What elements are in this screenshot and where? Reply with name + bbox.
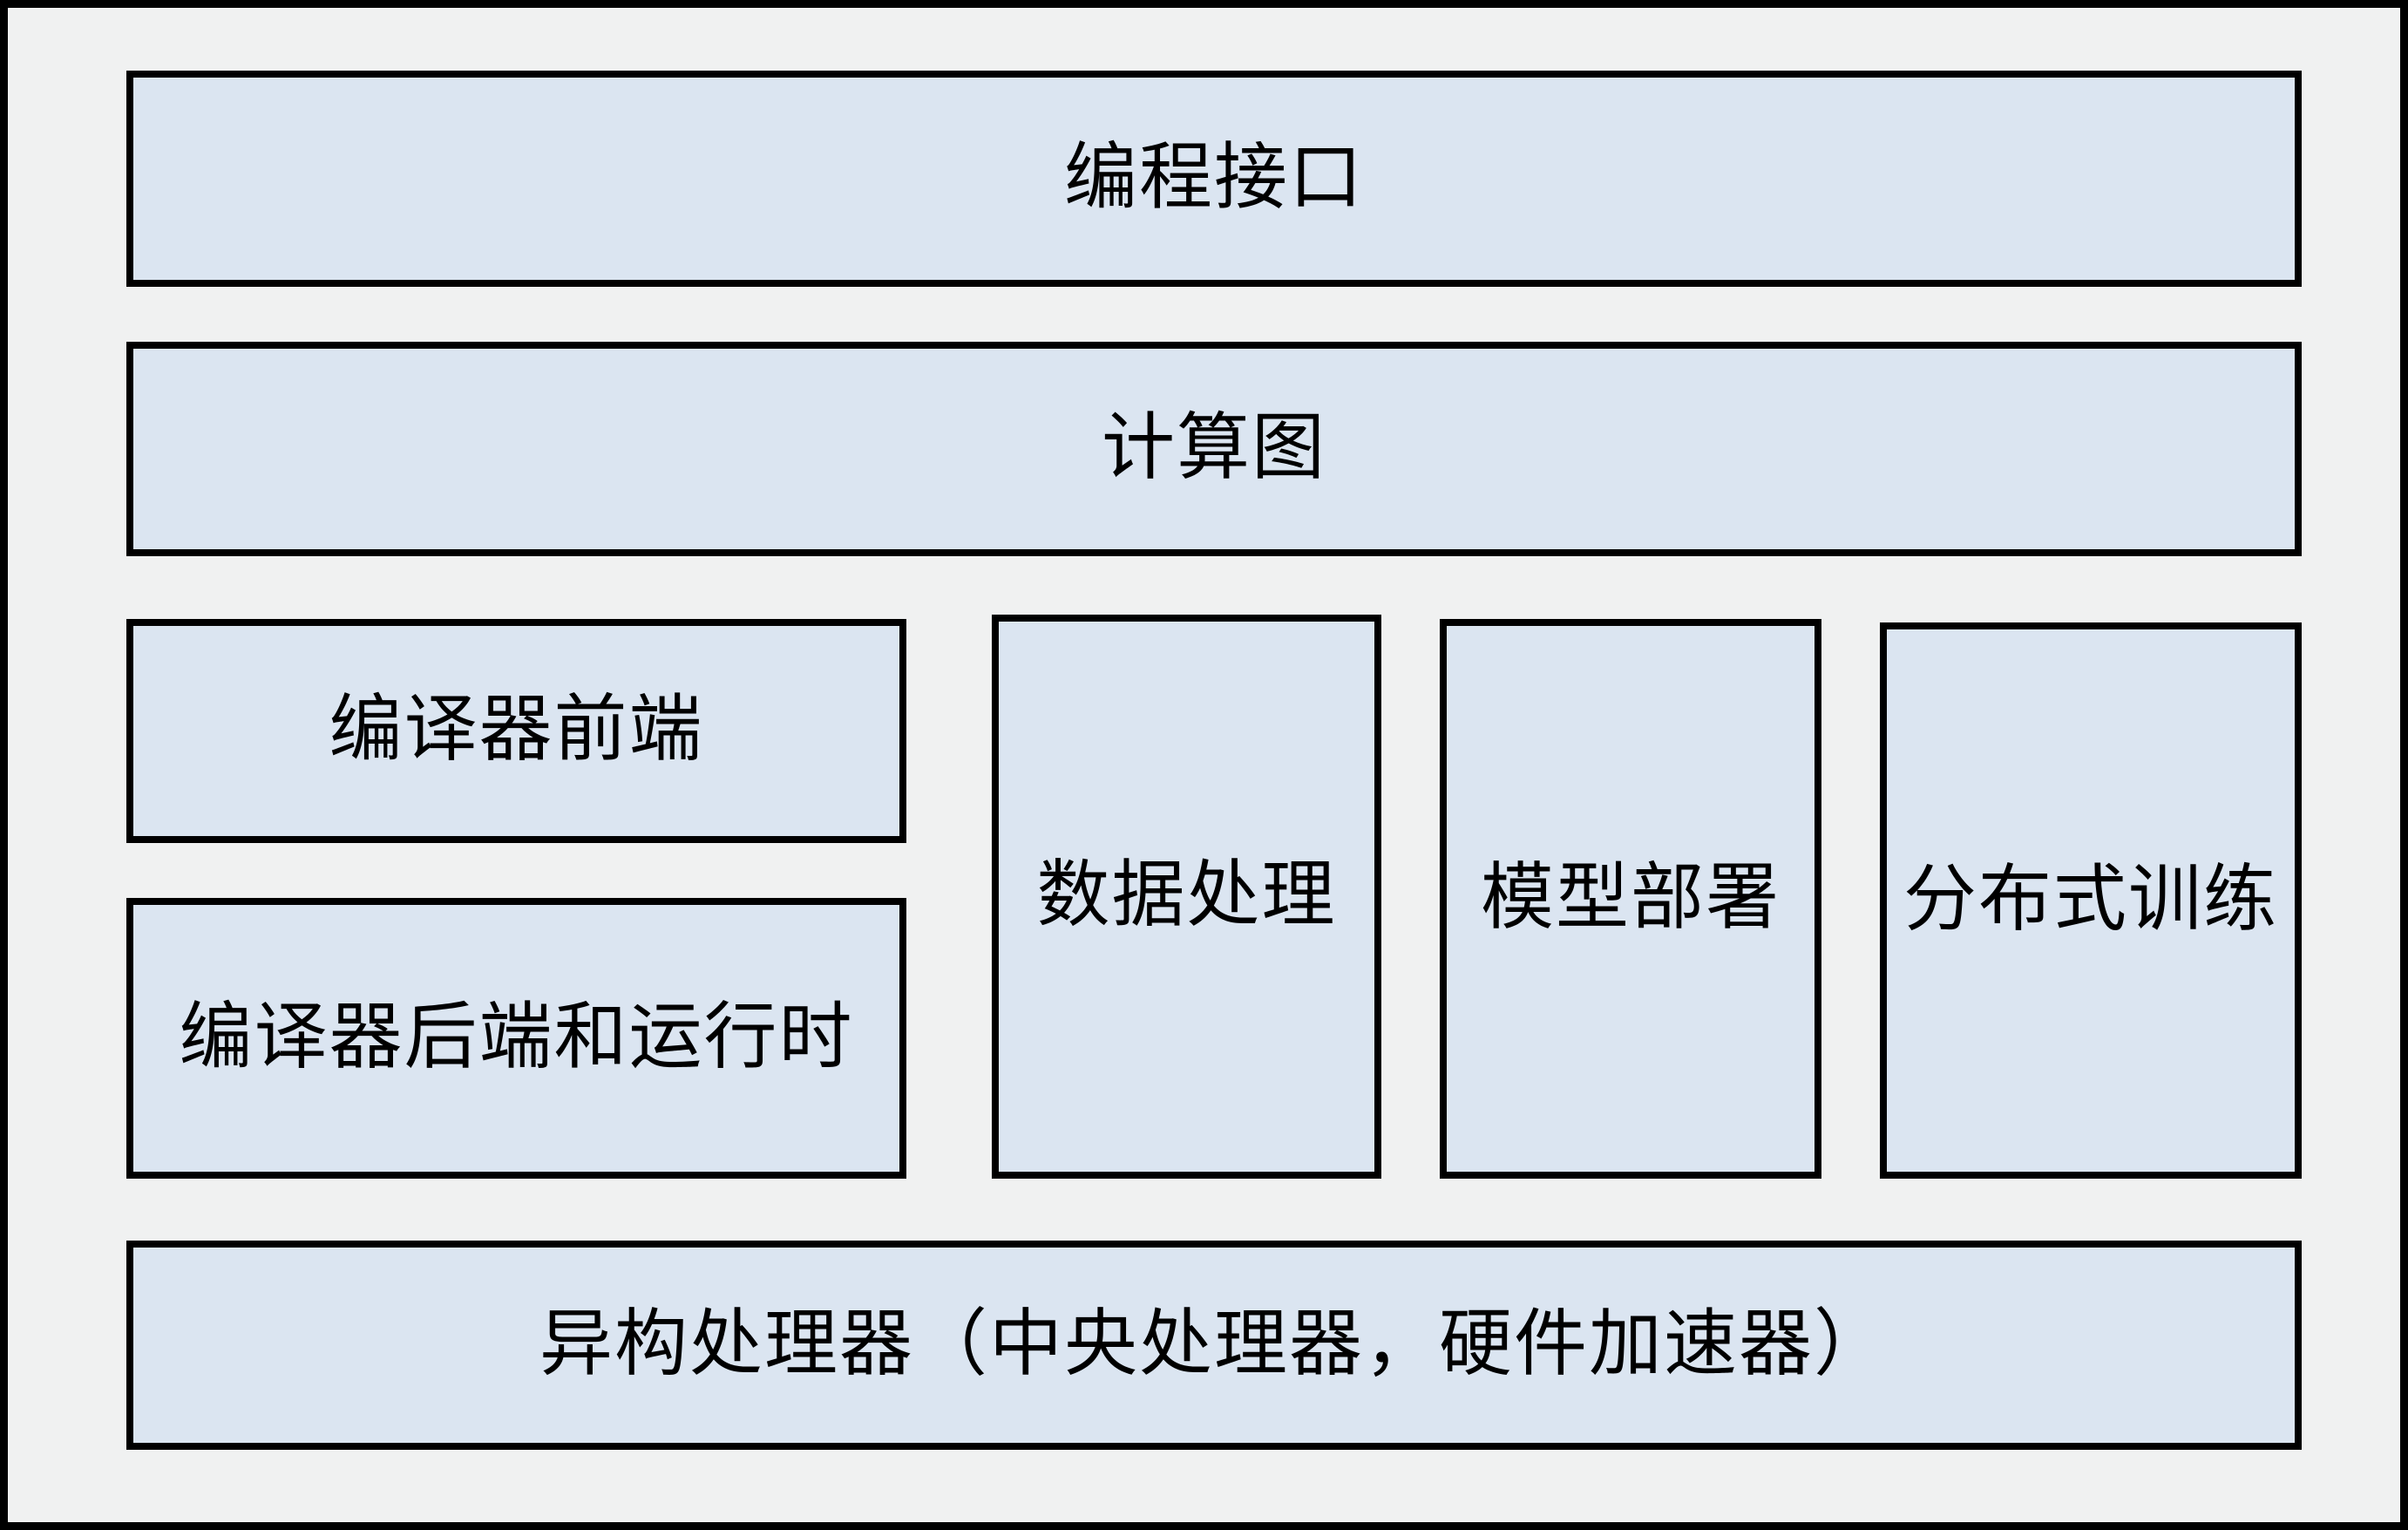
layer-distributed-training-label: 分布式训练 [1903, 859, 2278, 941]
layer-heterogeneous-processors: 异构处理器（中央处理器，硬件加速器） [126, 1241, 2302, 1450]
layer-model-deployment-label: 模型部署 [1480, 857, 1781, 939]
layer-compiler-frontend: 编译器前端 [126, 619, 906, 843]
layer-computation-graph-label: 计算图 [1101, 407, 1326, 489]
layer-distributed-training: 分布式训练 [1880, 622, 2302, 1179]
layer-compiler-backend-runtime: 编译器后端和运行时 [126, 898, 906, 1179]
layer-compiler-frontend-label: 编译器前端 [329, 690, 704, 772]
layer-data-processing-label: 数据处理 [1036, 855, 1337, 937]
layer-computation-graph: 计算图 [126, 342, 2302, 556]
layer-compiler-backend-runtime-label: 编译器后端和运行时 [179, 996, 854, 1078]
layer-programming-interface: 编程接口 [126, 71, 2302, 287]
layer-heterogeneous-processors-label: 异构处理器（中央处理器，硬件加速器） [539, 1303, 1889, 1385]
layer-programming-interface-label: 编程接口 [1063, 137, 1364, 219]
layer-data-processing: 数据处理 [992, 615, 1381, 1179]
layer-model-deployment: 模型部署 [1440, 619, 1821, 1179]
